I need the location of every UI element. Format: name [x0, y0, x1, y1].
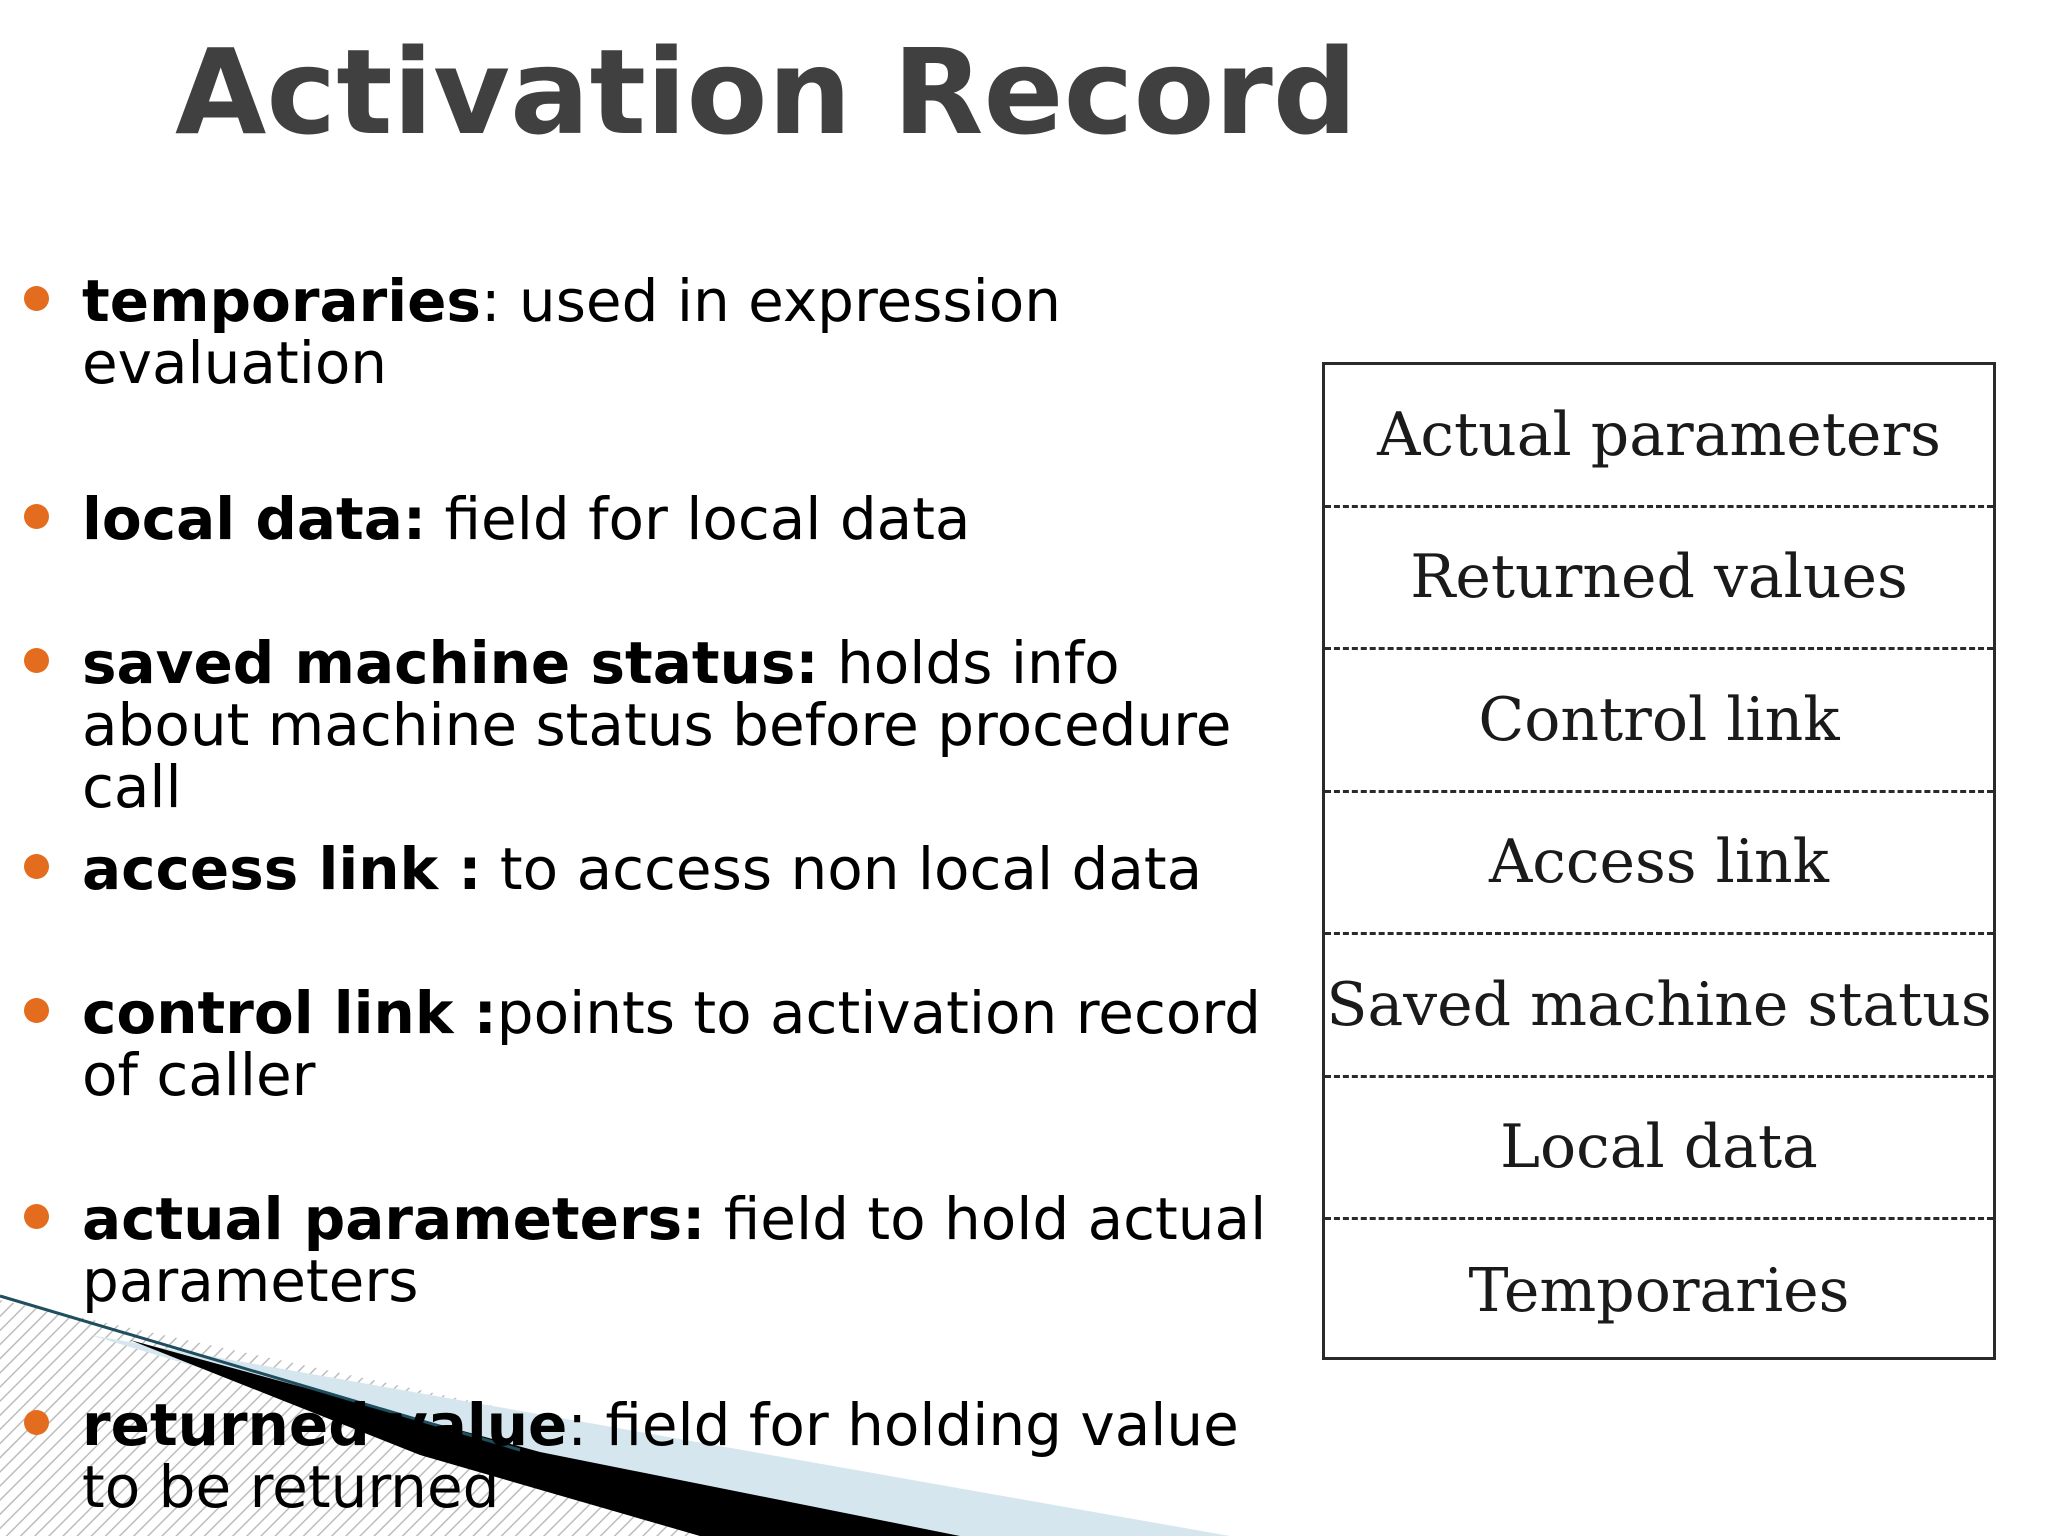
bullet-term: local data:: [82, 485, 427, 553]
bullet-item: actual parameters: field to hold actual …: [24, 1185, 1282, 1315]
record-field-returned-values: Returned values: [1325, 508, 1993, 650]
bullet-description: to access non local data: [481, 835, 1203, 903]
bullet-list: temporaries: used in expression evaluati…: [24, 267, 1282, 1521]
bullet-term: control link :: [82, 979, 497, 1047]
bullet-item: local data: field for local data: [24, 485, 1282, 553]
bullet-description: : field for holding value to be returned: [82, 1391, 1239, 1521]
bullet-item: returned value: field for holding value …: [24, 1391, 1282, 1521]
orange-dot-icon: [24, 854, 49, 879]
bullet-term: saved machine status:: [82, 629, 819, 697]
bullet-term: returned value: [82, 1391, 568, 1459]
bullet-term: actual parameters:: [82, 1185, 706, 1253]
bullet-term: access link :: [82, 835, 482, 903]
bullet-item: saved machine status: holds info about m…: [24, 629, 1282, 821]
activation-record-diagram: Actual parameters Returned values Contro…: [1322, 362, 1996, 1360]
bullet-item: access link : to access non local data: [24, 835, 1282, 903]
bullet-description: field for local data: [426, 485, 971, 553]
orange-dot-icon: [24, 504, 49, 529]
bullet-description: : used in expression evaluation: [82, 267, 1062, 397]
record-field-actual-parameters: Actual parameters: [1325, 365, 1993, 508]
orange-dot-icon: [24, 286, 49, 311]
orange-dot-icon: [24, 648, 49, 673]
bullet-item: control link :points to activation recor…: [24, 979, 1282, 1109]
record-field-temporaries: Temporaries: [1468, 1256, 1850, 1327]
bullet-term: temporaries: [82, 267, 481, 335]
record-field-control-link: Control link: [1325, 650, 1993, 793]
orange-dot-icon: [24, 1204, 49, 1229]
slide-title: Activation Record: [175, 23, 1358, 161]
orange-dot-icon: [24, 998, 49, 1023]
record-field-local-data: Local data: [1325, 1078, 1993, 1220]
bullet-description: field to hold actual parameters: [82, 1185, 1267, 1315]
record-field-saved-machine-status: Saved machine status: [1325, 935, 1993, 1078]
bullet-item: temporaries: used in expression evaluati…: [24, 267, 1282, 397]
bullet-description: holds info about machine status before p…: [82, 629, 1232, 821]
bullet-description: points to activation record of caller: [82, 979, 1261, 1109]
record-field-access-link: Access link: [1325, 793, 1993, 935]
orange-dot-icon: [24, 1410, 49, 1435]
